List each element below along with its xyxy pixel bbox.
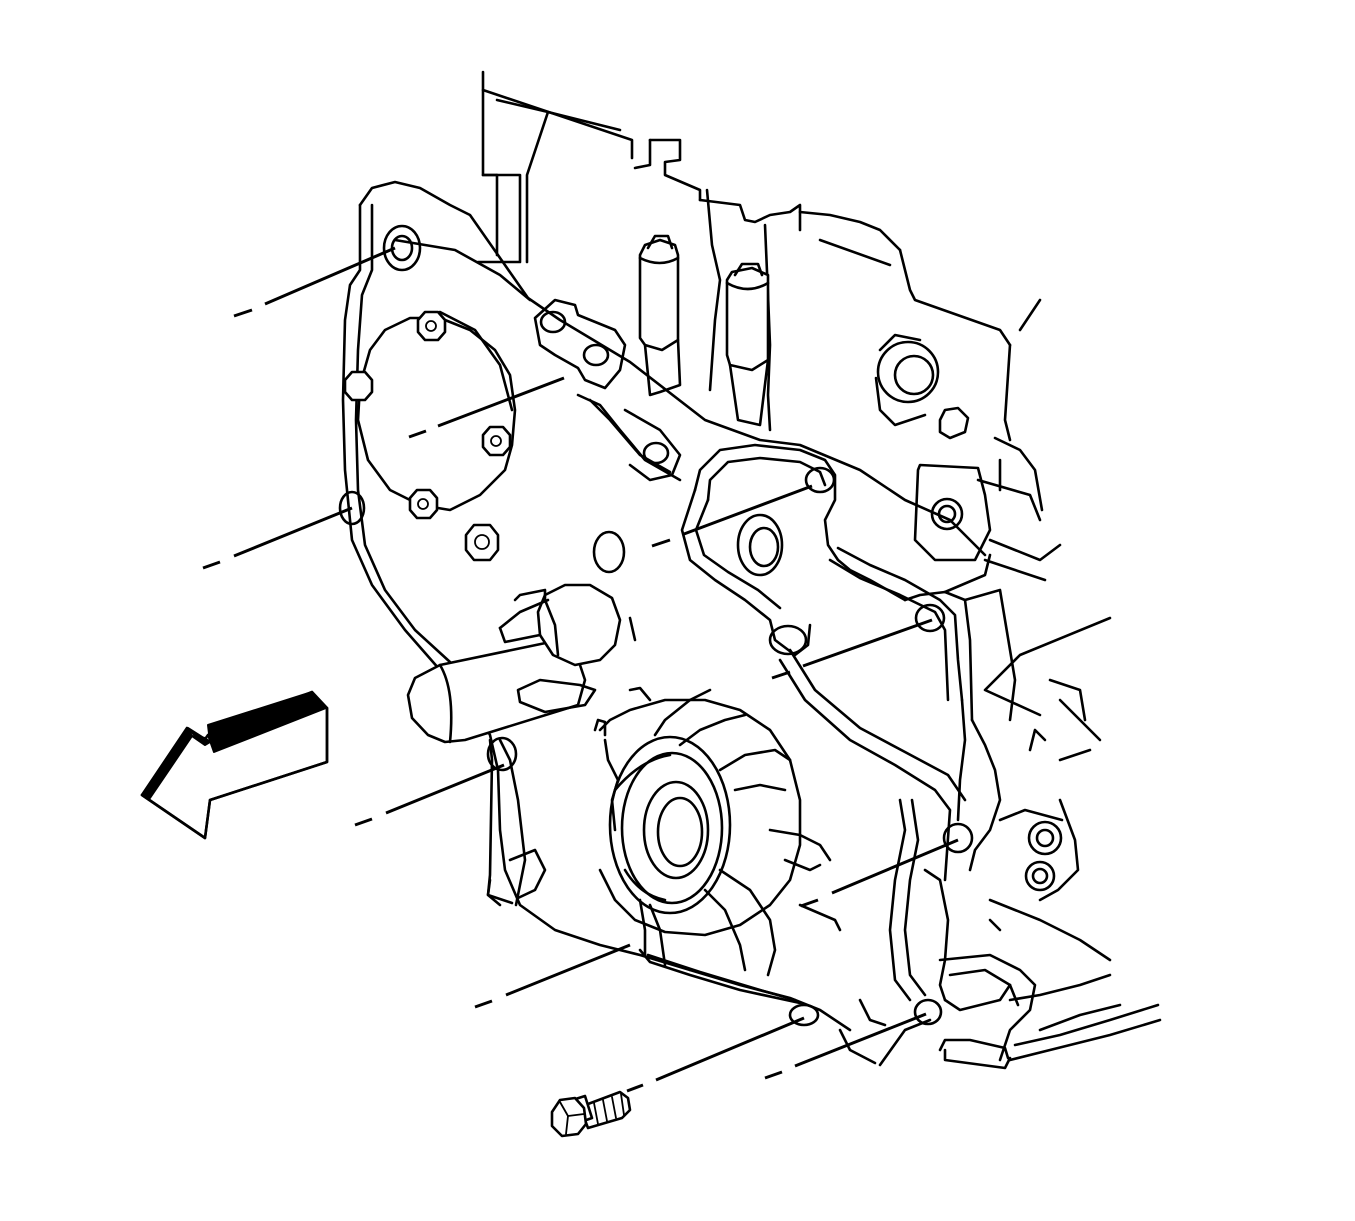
lower-cover-flange <box>838 798 1162 1070</box>
upper-bracket <box>533 298 682 482</box>
bolt-leader-lines <box>202 246 959 1093</box>
engine-block-right <box>874 333 1112 962</box>
direction-arrow-icon <box>140 690 329 840</box>
head-bolts <box>638 234 770 427</box>
crankshaft-seal-housing <box>593 686 842 977</box>
cover-bottom-edge <box>486 848 802 1005</box>
cover-bolt-bosses <box>338 224 974 1027</box>
bolt-icon <box>550 1090 632 1138</box>
crankshaft-sensor <box>406 583 637 744</box>
cam-cover-bolts <box>343 310 512 562</box>
cam-cover-plate <box>343 310 626 574</box>
pump-housing <box>680 443 1017 882</box>
engine-block-upper <box>476 70 1044 512</box>
